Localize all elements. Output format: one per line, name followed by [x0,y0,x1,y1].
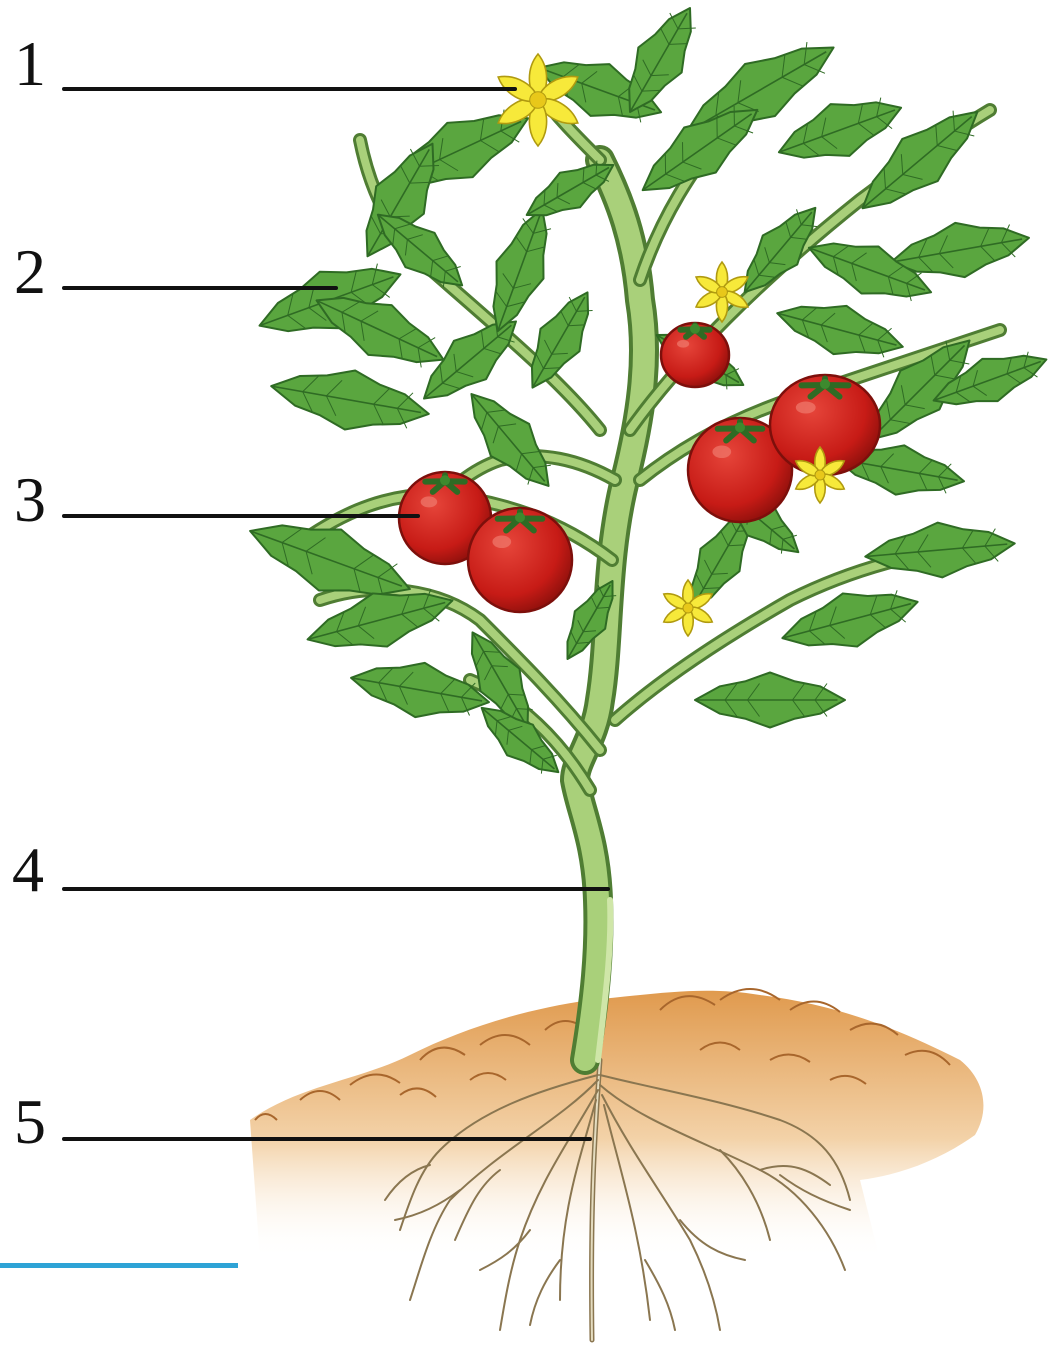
label-number-1: 1 [14,32,46,96]
label-number-2: 2 [14,240,46,304]
leader-line-3 [62,514,420,518]
tomato-2 [468,508,572,612]
leaf-11 [346,651,493,729]
tomato-3 [661,323,729,387]
leaf-29 [695,673,845,728]
leaf-5 [266,357,434,444]
label-number-5: 5 [14,1090,46,1154]
leader-line-5 [62,1137,592,1141]
leader-line-1 [62,87,517,91]
label-number-3: 3 [14,468,46,532]
accent-bar [0,1263,238,1268]
flower-2 [693,262,751,322]
leaf-23 [771,289,910,371]
label-number-4: 4 [12,838,44,902]
soil [250,989,983,1260]
leader-line-4 [62,887,610,891]
leaf-27 [863,516,1017,584]
leader-line-2 [62,286,338,290]
